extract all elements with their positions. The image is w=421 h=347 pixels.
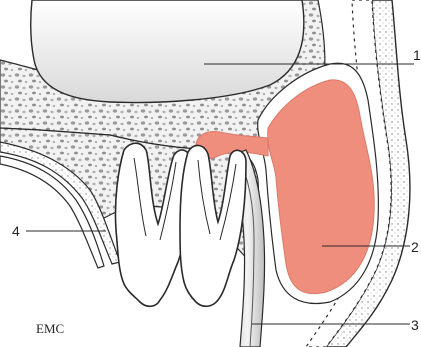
emc-logo: EMC <box>36 321 64 336</box>
label-3: 3 <box>411 317 419 333</box>
sinus-cavity <box>31 0 304 102</box>
label-2: 2 <box>411 239 419 255</box>
label-1: 1 <box>413 47 421 63</box>
label-4: 4 <box>12 223 20 239</box>
